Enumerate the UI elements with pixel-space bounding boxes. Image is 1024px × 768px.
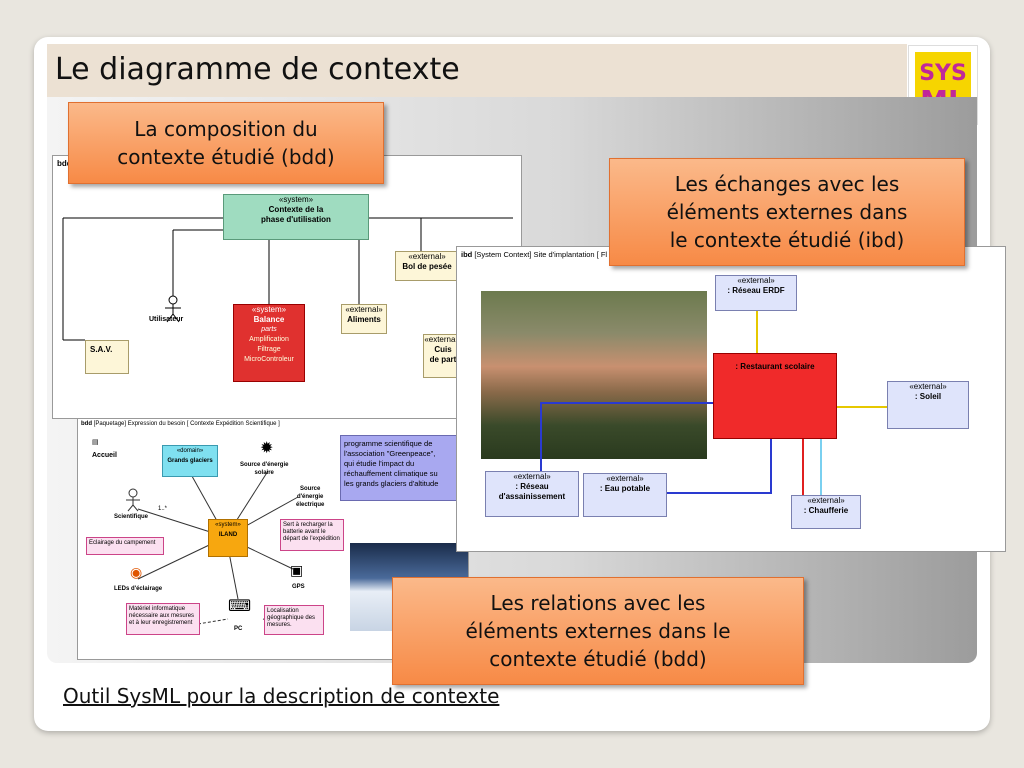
sav-block: S.A.V. [85,340,129,374]
stereotype-label: «external» [584,474,666,484]
laptop-icon: ⌨ [228,599,251,615]
multiplicity-label: 1..* [158,505,167,513]
scientifique-label: Scientifique [114,513,148,521]
accueil-icon: ▤ [92,439,99,447]
system-context-name: Contexte de la phase d'utilisation [224,205,368,225]
aliments-name: Aliments [342,315,386,325]
stereotype-label: «external» [396,252,458,262]
eau-potable-name: : Eau potable [584,484,666,494]
bol-pesee-name: Bol de pesée [396,262,458,272]
source-solaire-label: Source d'énergie solaire [240,461,288,477]
callout-echanges: Les échanges avec les éléments externes … [609,158,965,266]
bdd-composition-diagram: bdd «system» Contexte de la phase d'util… [52,155,522,419]
callout-relations: Les relations avec les éléments externes… [392,577,804,685]
leds-label: LEDs d'éclairage [114,585,162,593]
gps-label: GPS [292,583,305,591]
led-icon: ◉ [130,565,142,579]
grands-glaciers-block: «domain» Grands glaciers [162,445,218,477]
part-item: Filtrage [234,345,304,355]
eclairage-note: Eclairage du campement [86,537,164,555]
part-item: MicroControleur [234,355,304,365]
balance-block: «system» Balance parts Amplification Fil… [233,304,305,382]
footer-caption: Outil SysML pour la description de conte… [63,684,499,708]
accueil-label: Accueil [92,452,117,460]
iland-system-block: «system» ILAND [208,519,248,557]
system-context-block: «system» Contexte de la phase d'utilisat… [223,194,369,240]
stereotype-label: «external» [486,472,578,482]
pc-label: PC [234,625,242,633]
reseau-erdf-block: «external» : Réseau ERDF [715,275,797,311]
programme-note: programme scientifique de l'association … [340,435,468,501]
chaufferie-block: «external» : Chaufferie [791,495,861,529]
soleil-block: «external» : Soleil [887,381,969,429]
svg-text:SYS: SYS [919,61,967,86]
restaurant-scolaire-block: : Restaurant scolaire [713,353,837,439]
grands-glaciers-name: Grands glaciers [163,456,217,466]
balance-name: Balance [234,315,304,325]
materiel-note: Matériel informatique nécessaire aux mes… [126,603,200,635]
aliments-block: «external» Aliments [341,304,387,334]
stereotype-label: «domain» [163,446,217,456]
stereotype-label: «system» [234,305,304,315]
sun-icon: ✹ [260,441,273,457]
stereotype-label: «external» [888,382,968,392]
utilisateur-label: Utilisateur [149,316,183,324]
soleil-name: : Soleil [888,392,968,402]
stereotype-label: «external» [792,496,860,506]
recharge-note: Sert à recharger la batterie avant le dé… [280,519,344,551]
iland-name: ILAND [209,530,247,540]
stereotype-label: «system» [209,520,247,530]
gps-icon: ▣ [290,563,303,577]
localisation-note: Localisation géographique des mesures. [264,605,324,635]
eau-potable-block: «external» : Eau potable [583,473,667,517]
ibd-echanges-diagram: ibd [System Context] Site d'implantation… [456,246,1006,552]
source-electrique-label: Source d'énergie électrique [296,485,324,509]
chaufferie-name: : Chaufferie [792,506,860,516]
parts-label: parts [234,325,304,335]
bol-pesee-block: «external» Bol de pesée [395,251,459,281]
part-item: Amplification [234,335,304,345]
reseau-erdf-name: : Réseau ERDF [716,286,796,296]
stereotype-label: «external» [342,305,386,315]
page-title: Le diagramme de contexte [55,52,460,87]
callout-composition: La composition du contexte étudié (bdd) [68,102,384,184]
reseau-assainissement-name: : Réseau d'assainissement [486,482,578,502]
reseau-assainissement-block: «external» : Réseau d'assainissement [485,471,579,517]
restaurant-scolaire-name: : Restaurant scolaire [714,362,836,372]
stereotype-label: «system» [224,195,368,205]
stereotype-label: «external» [716,276,796,286]
